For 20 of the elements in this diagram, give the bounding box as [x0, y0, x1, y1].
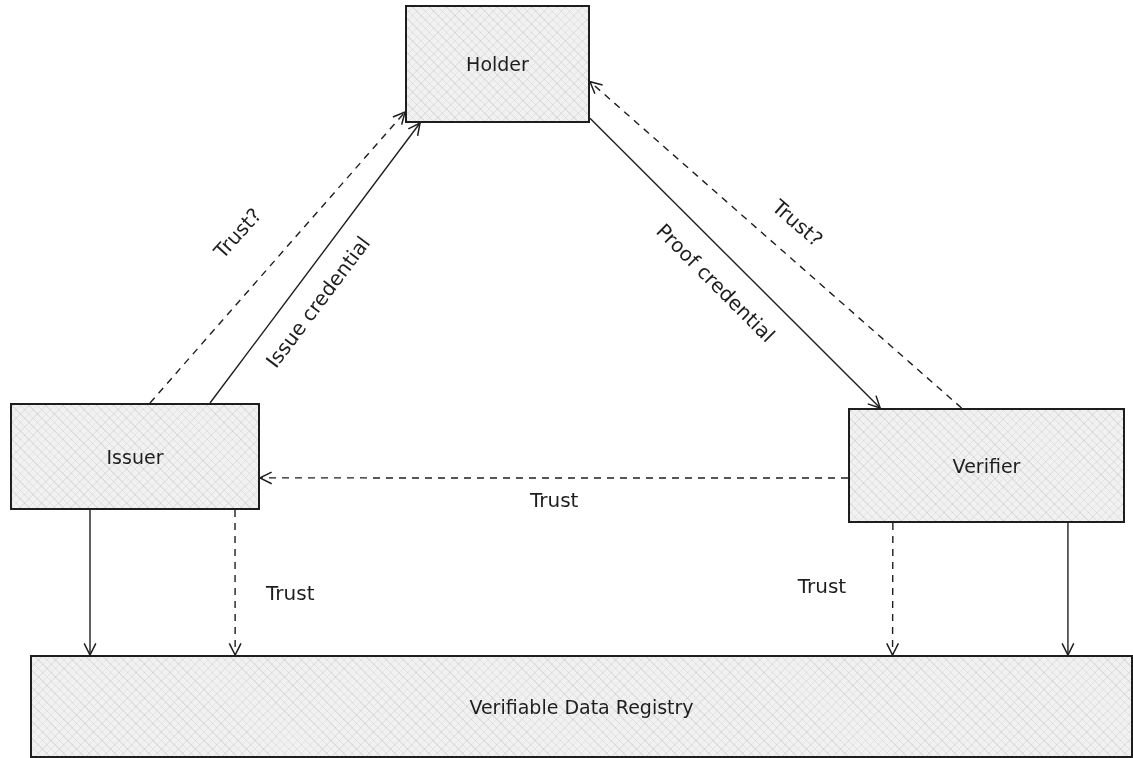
arrow — [209, 122, 421, 404]
arrow — [83, 509, 97, 656]
edge-label: Trust — [530, 489, 579, 510]
arrow — [886, 522, 900, 656]
process-box — [848, 408, 1125, 523]
arrow — [589, 80, 963, 409]
node-label: Issuer — [106, 445, 164, 468]
node-label: Verifiable Data Registry — [469, 695, 694, 718]
arrow — [589, 117, 881, 409]
process-box — [10, 403, 260, 510]
arrow — [149, 111, 406, 404]
arrow — [259, 471, 849, 485]
edge-label: Trust — [797, 576, 847, 596]
arrow — [1061, 522, 1075, 656]
arrow — [228, 509, 242, 656]
node-label: Verifier — [952, 454, 1021, 477]
registry-band — [30, 655, 1133, 758]
node-label: Holder — [466, 53, 529, 75]
process-box — [405, 5, 590, 123]
edge-label: Trust — [266, 582, 315, 603]
